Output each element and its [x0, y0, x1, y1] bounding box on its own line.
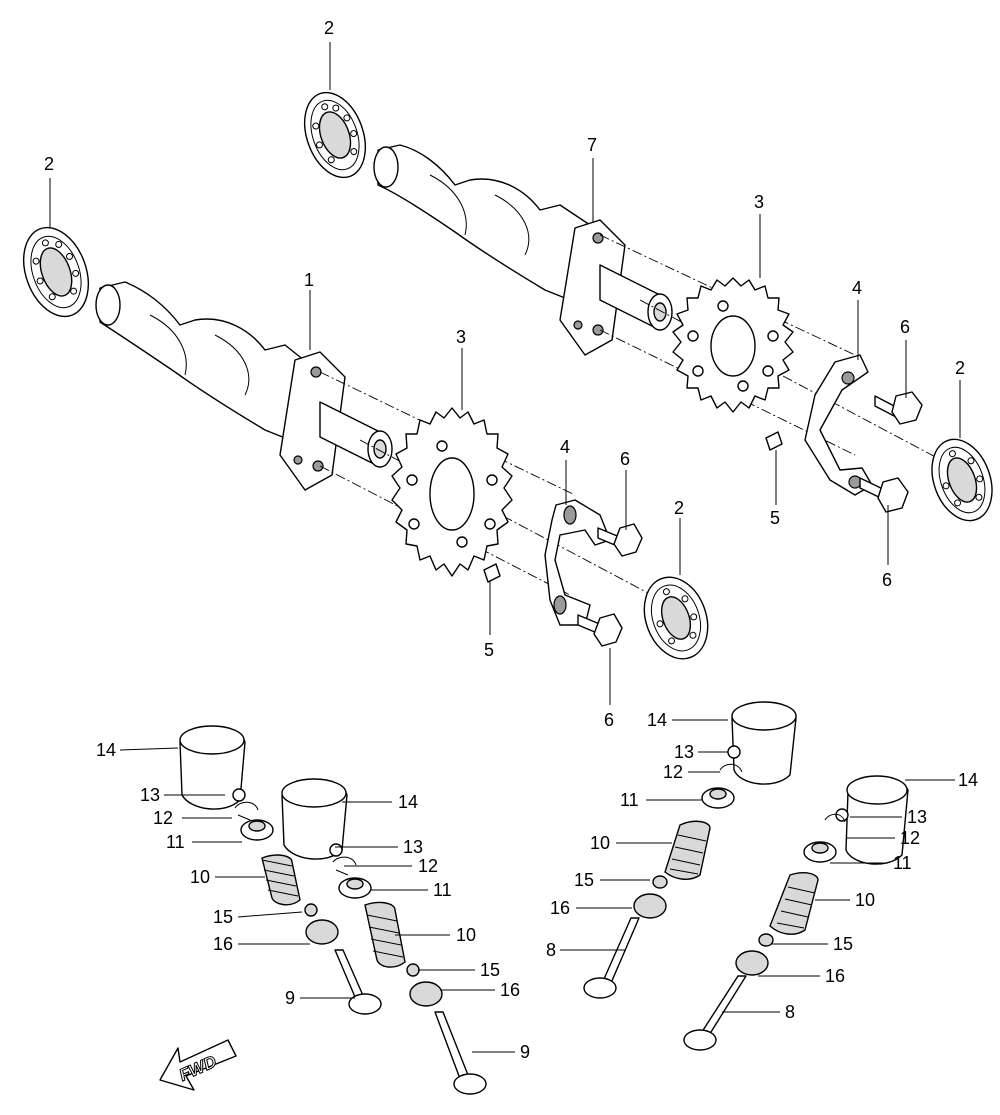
callout-seal-3: 15 — [574, 870, 594, 890]
callout-seat-3: 16 — [550, 898, 570, 918]
callout-shim-2: 13 — [403, 837, 423, 857]
sprocket-lower — [391, 407, 513, 577]
plate-upper — [804, 354, 873, 496]
bolt-upper-a — [874, 391, 923, 425]
fwd-arrow: FWD — [159, 1039, 237, 1091]
lower-camshaft-assembly — [23, 226, 709, 660]
dowel-upper — [765, 431, 783, 451]
bearing-lower-right — [643, 576, 709, 660]
callout-retainer-2: 11 — [433, 880, 452, 900]
camshaft-lower — [95, 281, 393, 491]
callout-bearing-top: 2 — [324, 18, 334, 38]
callout-sprocket-upper: 3 — [754, 192, 764, 212]
callout-spring-3: 10 — [590, 833, 610, 853]
bolt-lower-b — [577, 613, 623, 647]
callout-retainer-4: 11 — [893, 853, 912, 873]
callout-camshaft-lower: 1 — [304, 270, 314, 290]
callout-retainer-1: 11 — [166, 832, 185, 852]
callout-cotter-2: 12 — [418, 856, 438, 876]
callout-tappet-4: 14 — [958, 770, 978, 790]
dowel-lower — [483, 563, 501, 583]
callout-retainer-3: 11 — [620, 790, 639, 810]
callout-valve-1: 9 — [285, 988, 295, 1008]
bearing-upper-right — [931, 438, 993, 522]
callout-spring-2: 10 — [456, 925, 476, 945]
callout-seal-4: 15 — [833, 934, 853, 954]
callout-shim-1: 13 — [140, 785, 160, 805]
valve-stack-1 — [179, 725, 382, 1015]
callout-spring-1: 10 — [190, 867, 210, 887]
callout-valve-2: 9 — [520, 1042, 530, 1062]
callout-bolt-upper-a: 6 — [900, 317, 910, 337]
callout-dowel-upper: 5 — [770, 508, 780, 528]
callout-dowel-lower: 5 — [484, 640, 494, 660]
bearing-lower-left — [23, 226, 89, 318]
callout-seat-4: 16 — [825, 966, 845, 986]
callout-tappet-3: 14 — [647, 710, 667, 730]
sprocket-upper — [672, 277, 794, 413]
callout-seal-1: 15 — [213, 907, 233, 927]
bolt-lower-a — [597, 523, 643, 557]
callout-bolt-lower-b: 6 — [604, 710, 614, 730]
callout-cotter-1: 12 — [153, 808, 173, 828]
callout-seal-2: 15 — [480, 960, 500, 980]
callout-cotter-4: 12 — [900, 828, 920, 848]
callout-valve-4: 8 — [785, 1002, 795, 1022]
callout-seat-2: 16 — [500, 980, 520, 1000]
camshaft-upper — [373, 144, 673, 356]
callout-tappet-1: 14 — [96, 740, 116, 760]
valve-stack-4 — [683, 775, 909, 1051]
upper-camshaft-assembly — [303, 91, 993, 522]
callout-sprocket-lower: 3 — [456, 327, 466, 347]
callout-shim-3: 13 — [674, 742, 694, 762]
callout-bearing-right-lower: 2 — [674, 498, 684, 518]
callout-tappet-2: 14 — [398, 792, 418, 812]
callout-seat-1: 16 — [213, 934, 233, 954]
bolt-upper-b — [859, 477, 909, 513]
callout-bolt-lower-a: 6 — [620, 449, 630, 469]
bearing-upper-left — [303, 91, 367, 179]
callout-plate-upper: 4 — [852, 278, 862, 298]
callout-bolt-upper-b: 6 — [882, 570, 892, 590]
callout-cotter-3: 12 — [663, 762, 683, 782]
valve-stack-3 — [583, 701, 797, 999]
callout-spring-4: 10 — [855, 890, 875, 910]
callout-camshaft-upper: 7 — [587, 135, 597, 155]
callout-valve-3: 8 — [546, 940, 556, 960]
callout-shim-4: 13 — [907, 807, 927, 827]
callout-plate-lower: 4 — [560, 437, 570, 457]
callout-bearing-left: 2 — [44, 154, 54, 174]
plate-lower — [544, 499, 611, 626]
callout-bearing-right-upper: 2 — [955, 358, 965, 378]
leader-lines — [49, 42, 961, 1053]
callouts: 2 2 7 3 4 6 2 5 6 1 3 4 6 2 5 6 14 13 12… — [44, 18, 978, 1062]
